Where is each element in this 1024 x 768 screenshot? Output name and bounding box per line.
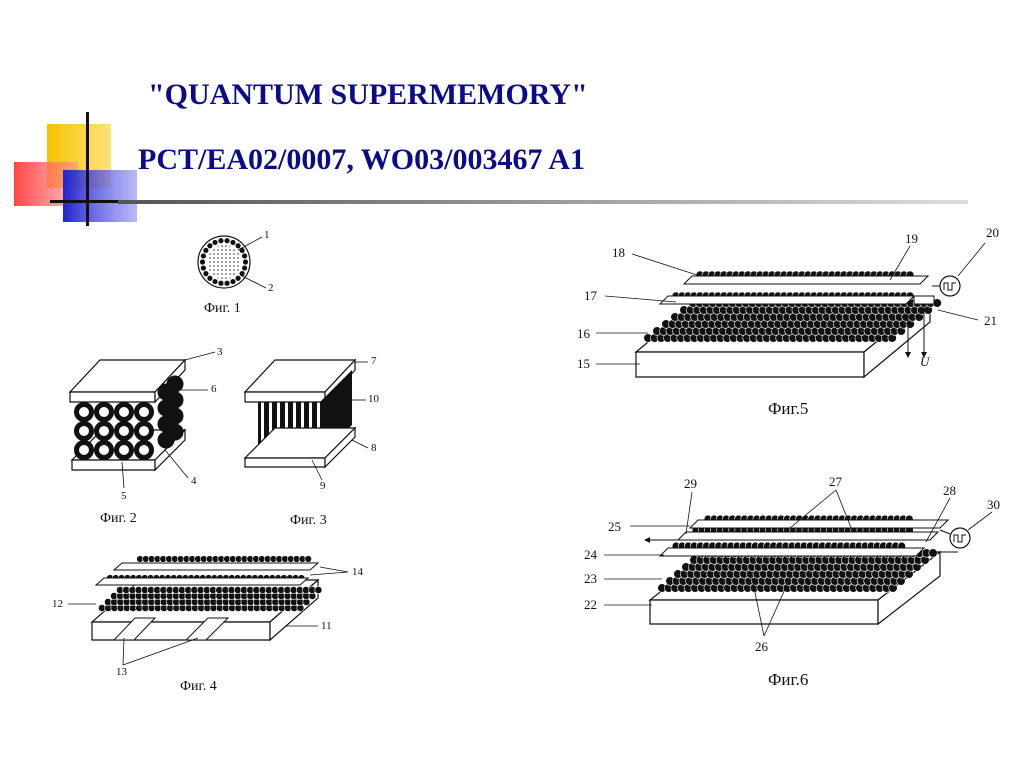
tube-back: [166, 407, 184, 425]
bead: [928, 548, 938, 558]
tube-core: [99, 407, 109, 417]
title-rule: [118, 200, 968, 204]
figure-label: 6: [211, 383, 217, 395]
fiber-dot: [224, 238, 230, 244]
deco-vertical-bar: [86, 112, 89, 226]
bead: [314, 586, 323, 594]
figure-label: 8: [371, 442, 377, 454]
figure-label: 15: [577, 356, 590, 371]
figure-4-caption: Фиг. 4: [180, 679, 217, 694]
figure-label: 4: [191, 475, 197, 487]
figure-1-drawing: [197, 235, 267, 289]
figure-2-drawing: [68, 351, 216, 489]
figure-label: 28: [943, 483, 956, 498]
fiber-dot: [203, 271, 209, 277]
figure-label: 9: [320, 480, 326, 492]
figure-label: 27: [829, 474, 842, 489]
fiber-dot: [200, 253, 206, 259]
fiber-dot: [212, 239, 218, 246]
figure-label: 12: [52, 598, 63, 610]
figure-5-caption: Фиг.5: [768, 399, 809, 418]
figure-label: 5: [121, 490, 127, 502]
voltage-label: U: [920, 354, 930, 369]
tube-core: [99, 426, 109, 436]
tube-core: [99, 445, 109, 455]
figure-label: 22: [584, 597, 597, 612]
figure-label: 14: [352, 566, 363, 578]
fiber-dot: [230, 278, 236, 285]
tube-core: [119, 445, 129, 455]
figure-label: 20: [986, 225, 999, 240]
figure-label: 16: [577, 326, 590, 341]
deco-blue-square: [63, 170, 137, 222]
figure-3-drawing: [243, 358, 369, 481]
figure-6-drawing: [604, 489, 993, 637]
tube-back: [166, 391, 184, 409]
fiber-dot: [203, 247, 209, 253]
fiber-dot: [230, 239, 236, 246]
tube-back: [166, 423, 184, 441]
tube-core: [139, 426, 149, 436]
fiber-dot: [207, 275, 213, 281]
figure-label: 11: [321, 620, 332, 632]
fiber-dot: [242, 259, 249, 265]
fiber-dot: [239, 271, 245, 277]
figure-label: 30: [987, 497, 1000, 512]
tube-core: [79, 426, 89, 436]
tube-core: [139, 445, 149, 455]
deco-horizontal-bar: [50, 200, 140, 203]
fiber-dot: [207, 243, 213, 249]
tube-core: [119, 407, 129, 417]
fiber-dot: [242, 253, 248, 259]
fiber-dot: [212, 278, 218, 285]
slide-title: "QUANTUM SUPERMEMORY": [148, 78, 588, 111]
figure-label: 7: [371, 355, 377, 367]
tube-core: [139, 407, 149, 417]
fiber-dot: [239, 247, 245, 253]
figure-label: 24: [584, 547, 597, 562]
fiber-dot: [235, 275, 241, 281]
figure-label: 23: [584, 571, 597, 586]
fiber-dot: [218, 280, 224, 286]
tube-core: [79, 407, 89, 417]
tube-core: [119, 426, 129, 436]
fiber-dot: [235, 243, 241, 249]
figure-2-caption: Фиг. 2: [100, 511, 137, 526]
figure-label: 2: [268, 282, 274, 294]
figure-4-drawing: [68, 555, 349, 666]
figure-label: 25: [608, 519, 621, 534]
figure-6-caption: Фиг.6: [768, 670, 809, 689]
slide-subtitle: PCT/EA02/0007, WO03/003467 A1: [138, 143, 585, 176]
figure-label: 17: [584, 288, 597, 303]
bead: [304, 555, 312, 563]
figure-1-caption: Фиг. 1: [204, 301, 241, 316]
figure-5-drawing: [596, 242, 986, 379]
figure-label: 10: [368, 393, 379, 405]
figure-label: 19: [905, 231, 918, 246]
slide-decoration: [14, 112, 968, 226]
fiber-dot: [218, 238, 224, 244]
fiber-dot: [224, 280, 230, 286]
fiber-dot: [200, 265, 206, 271]
figure-label: 13: [116, 666, 127, 678]
figure-label: 26: [755, 639, 768, 654]
figure-label: 29: [684, 476, 697, 491]
fiber-dot: [199, 259, 206, 265]
fiber-dot: [242, 265, 248, 271]
figure-label: 18: [612, 245, 625, 260]
figure-label: 3: [217, 346, 223, 358]
figure-label: 21: [984, 313, 997, 328]
figure-3-caption: Фиг. 3: [290, 513, 327, 528]
figure-label: 1: [264, 229, 270, 241]
tube-core: [79, 445, 89, 455]
